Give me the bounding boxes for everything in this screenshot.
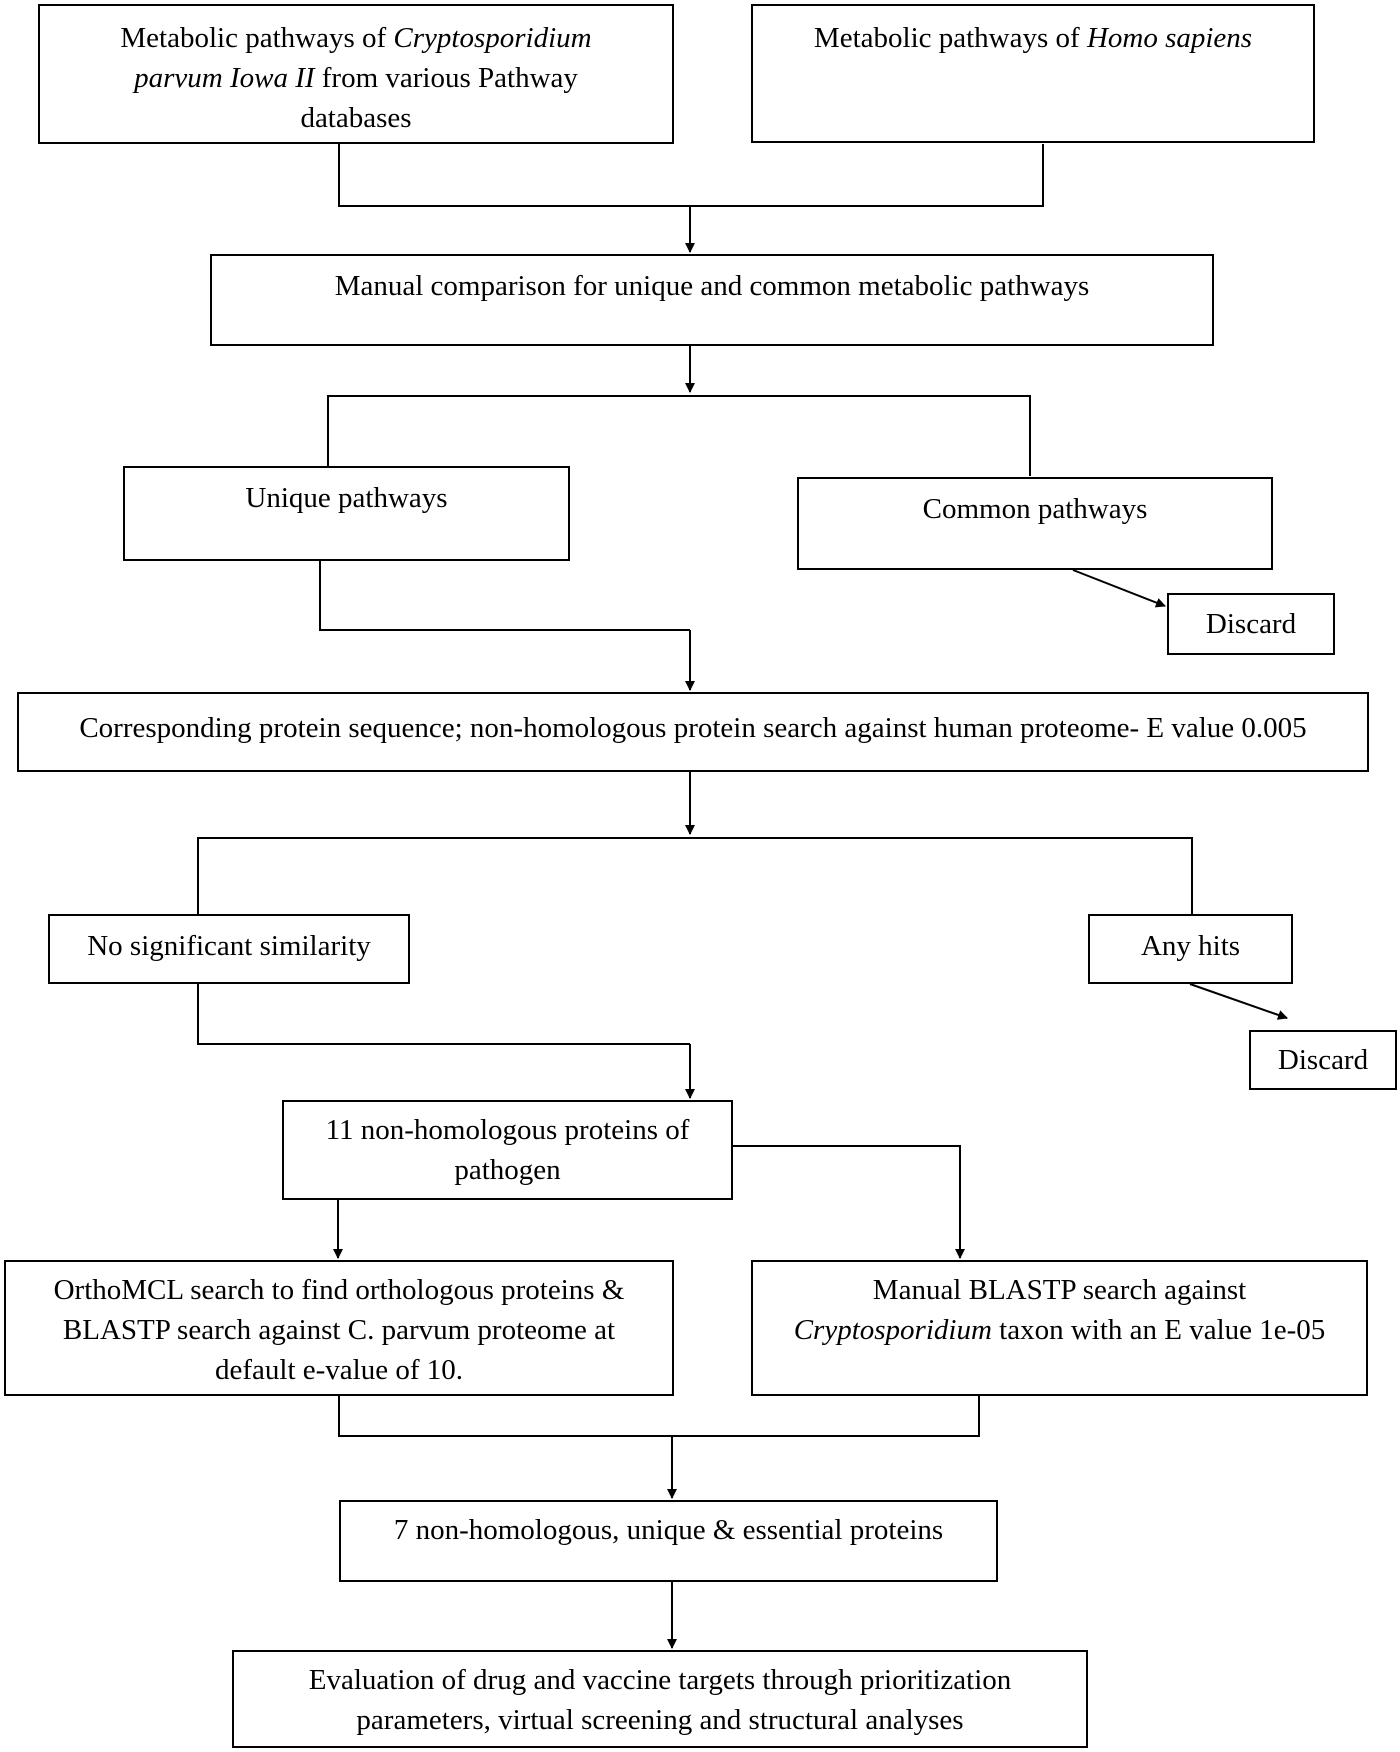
discard-box-common: Discard xyxy=(1167,593,1335,655)
orthomcl-search-box: OrthoMCL search to find orthologous prot… xyxy=(4,1260,674,1396)
common-pathways-box: Common pathways xyxy=(797,477,1273,570)
connector-branch-merge xyxy=(338,1396,980,1437)
connector-similarity-split xyxy=(197,837,1193,914)
connector-top-merge xyxy=(338,144,1044,207)
manual-blastp-box: Manual BLASTP search against Cryptospori… xyxy=(751,1260,1368,1396)
any-hits-box: Any hits xyxy=(1088,914,1293,984)
discard-box-hits: Discard xyxy=(1249,1030,1397,1090)
unique-pathways-box: Unique pathways xyxy=(123,466,570,561)
evaluation-box: Evaluation of drug and vaccine targets t… xyxy=(232,1650,1088,1748)
nonhomologous-11-box: 11 non-homologous proteins of pathogen xyxy=(282,1100,733,1200)
connector-11-to-manual-blastp xyxy=(733,1145,961,1256)
no-similarity-box: No significant similarity xyxy=(48,914,410,984)
arrow-anyhits-to-discard xyxy=(1189,983,1288,1020)
protein-search-box: Corresponding protein sequence; non-homo… xyxy=(17,692,1369,772)
connector-unique-to-protein-search xyxy=(319,561,690,631)
arrow-common-to-discard xyxy=(1072,569,1166,608)
essential-7-box: 7 non-homologous, unique & essential pro… xyxy=(339,1500,998,1582)
connector-pathway-split xyxy=(327,395,1031,476)
manual-comparison-box: Manual comparison for unique and common … xyxy=(210,254,1214,346)
connector-nosimilarity-to-11 xyxy=(197,984,690,1045)
hsapiens-pathways-box: Metabolic pathways of Homo sapiens xyxy=(751,4,1315,143)
cparvum-pathways-box: Metabolic pathways of Cryptosporidium pa… xyxy=(38,4,674,144)
